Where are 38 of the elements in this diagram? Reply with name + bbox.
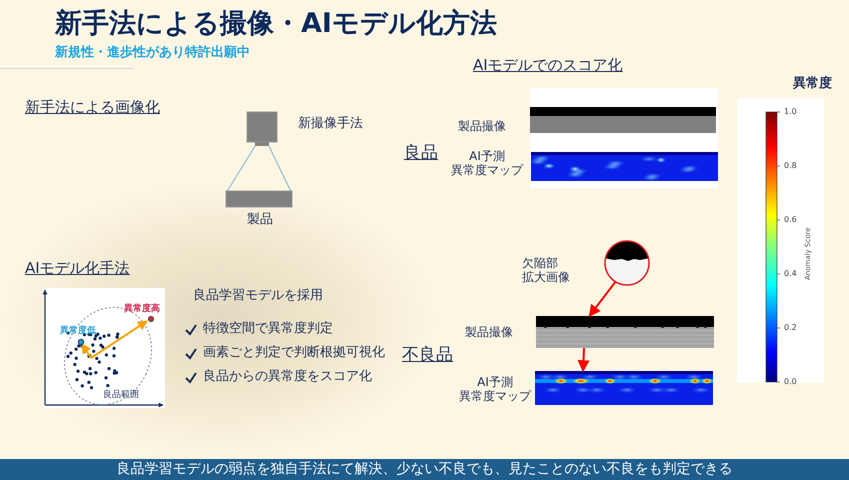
product-block — [226, 191, 292, 207]
note-text: 良品学習モデルを採用 — [193, 288, 323, 304]
camera-drawing — [247, 112, 277, 146]
checklist-item: 特徴空間で異常度判定 — [203, 321, 333, 337]
subtitle: 新規性・進歩性があり特許出願中 — [55, 45, 250, 61]
tick-label: 0.4 — [784, 269, 797, 279]
arrow — [578, 348, 590, 372]
connector-line — [268, 146, 292, 192]
caption-text: 新撮像手法 — [298, 116, 363, 132]
slide-title: 新手法による撮像・AIモデル化方法 — [55, 8, 497, 40]
tick-label: 0.8 — [784, 161, 797, 171]
tick-label: 0.6 — [784, 215, 797, 225]
footer-banner: 良品学習モデルの弱点を独自手法にて解決、少ない不良でも、見たことのない不良をも判定できる — [0, 459, 849, 480]
checklist-item: 画素ごと判定で判断根拠可視化 — [203, 345, 385, 361]
point-label: 異常度高 — [124, 304, 160, 315]
row-label: 製品撮像 — [458, 119, 506, 134]
tick-label: 0.2 — [784, 323, 797, 333]
section-heading: AIモデル化手法 — [25, 259, 130, 277]
region-label: 良品範囲 — [103, 390, 139, 401]
anomaly-heatmap — [535, 371, 713, 405]
tick-label: 1.0 — [784, 107, 797, 117]
colorbar-title: 異常度 — [793, 76, 832, 92]
tick-label: 0.0 — [784, 377, 797, 387]
caption-text: 製品撮像 — [465, 325, 513, 340]
connector-line — [226, 146, 256, 192]
group-label: 良品 — [404, 143, 438, 164]
section-heading: AIモデルでのスコア化 — [473, 56, 623, 74]
caption-text: AI予測異常度マップ — [458, 375, 532, 404]
section-heading: 新手法による画像化 — [25, 98, 160, 116]
caption-text: 欠陥部拡大画像 — [522, 256, 571, 285]
arrow — [588, 282, 616, 317]
row-label: AI予測異常度マップ — [450, 149, 524, 178]
caption-text: 製品 — [247, 212, 273, 228]
point-label: 異常度低 — [60, 326, 96, 337]
product-image — [536, 316, 714, 348]
checklist-item: 良品からの異常度をスコア化 — [203, 369, 372, 385]
group-label: 不良品 — [402, 345, 453, 366]
magnified-defect-image — [604, 240, 650, 286]
